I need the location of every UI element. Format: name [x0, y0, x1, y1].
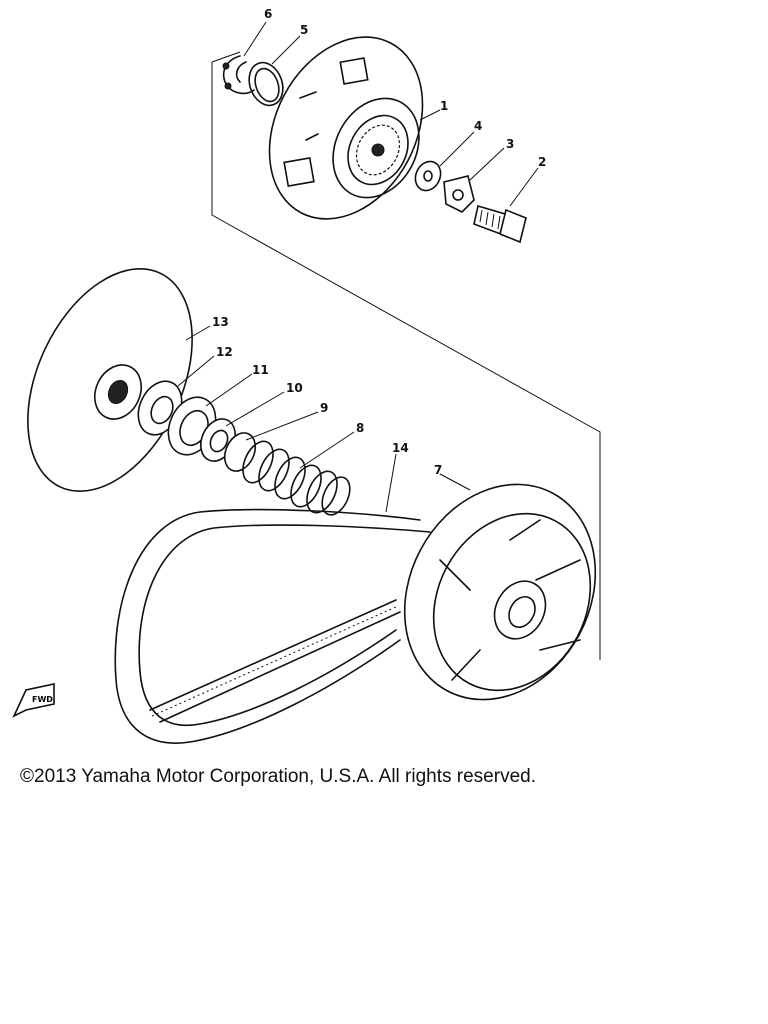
- callout-3: 3: [506, 137, 514, 151]
- callout-7: 7: [434, 463, 442, 477]
- fwd-label: FWD: [32, 695, 53, 704]
- callout-6: 6: [264, 7, 272, 21]
- forward-arrow-icon: FWD: [12, 683, 55, 718]
- part-13-movable-sheave: [27, 268, 193, 492]
- callout-13: 13: [212, 315, 229, 329]
- leader-lines: [177, 21, 539, 513]
- part-4-washer: [414, 160, 442, 192]
- assembly-boundary: [211, 51, 601, 660]
- part-14-v-belt: [114, 508, 431, 744]
- part-3-lock-plate: [443, 175, 475, 213]
- callout-9: 9: [320, 401, 328, 415]
- copyright-notice: ©2013 Yamaha Motor Corporation, U.S.A. A…: [20, 766, 536, 787]
- callout-10: 10: [286, 381, 303, 395]
- part-6-clip: [222, 55, 255, 95]
- callout-2: 2: [538, 155, 546, 169]
- callout-5: 5: [300, 23, 308, 37]
- callout-12: 12: [216, 345, 233, 359]
- part-7-secondary-sheave: [403, 483, 597, 701]
- callout-14: 14: [392, 441, 409, 455]
- callout-8: 8: [356, 421, 364, 435]
- part-2-bolt: [473, 204, 527, 244]
- exploded-parts-diagram: FWD 6 5 1 4 3 2 13 12 11 10 9 8 14 7: [12, 7, 601, 744]
- part-8-spring: [242, 440, 351, 516]
- part-9-spring-seat: [223, 432, 257, 472]
- part-1-sheave-cover: [268, 36, 424, 220]
- callout-4: 4: [474, 119, 482, 133]
- callout-11: 11: [252, 363, 269, 377]
- part-5-snap-ring: [248, 61, 284, 107]
- callout-labels: 6 5 1 4 3 2 13 12 11 10 9 8 14 7: [212, 7, 546, 477]
- callout-1: 1: [440, 99, 448, 113]
